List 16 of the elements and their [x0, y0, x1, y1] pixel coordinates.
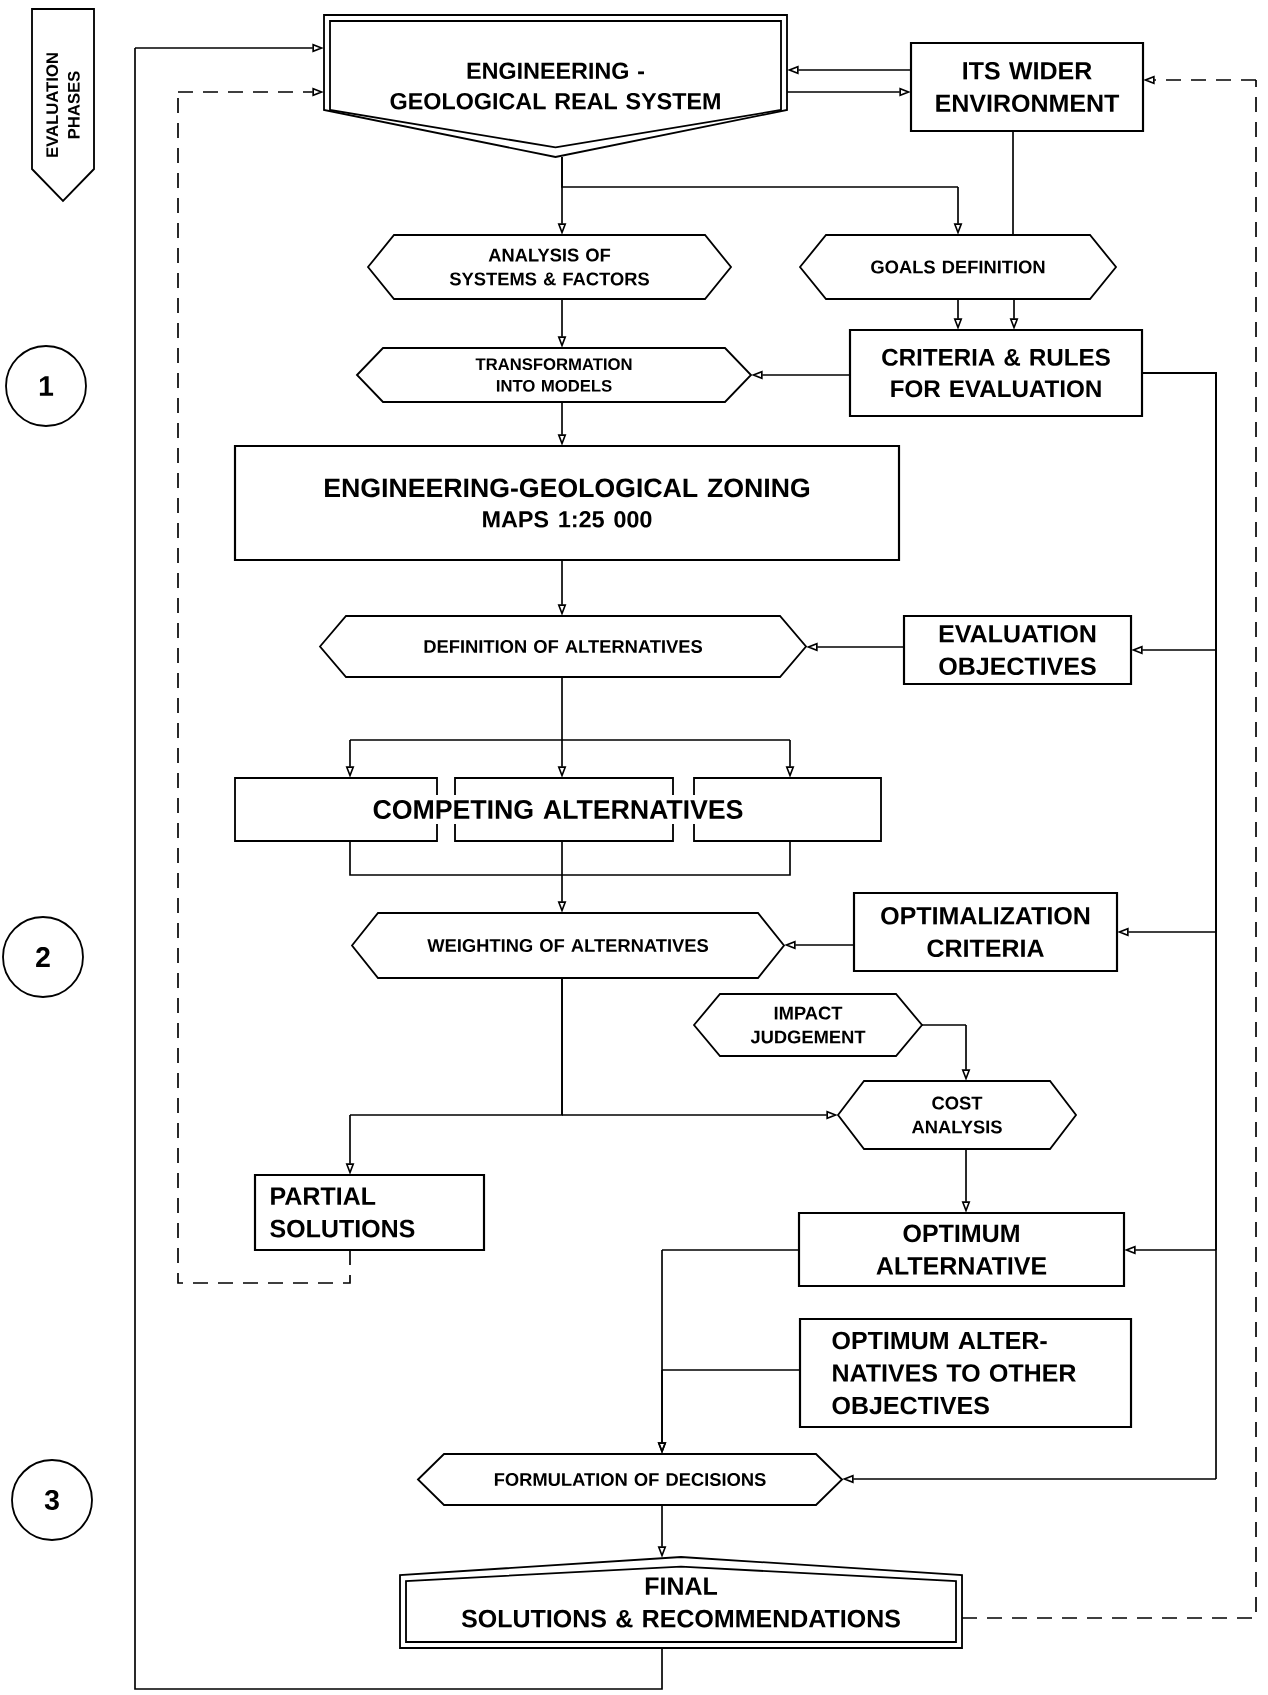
result-box: FINAL SOLUTIONS & RECOMMENDATIONS — [399, 1556, 963, 1649]
process-box: EVALUATION OBJECTIVES — [902, 614, 1133, 686]
process-box: PARTIAL SOLUTIONS — [253, 1173, 486, 1252]
process-box: OPTIMUM ALTERNATIVE — [797, 1211, 1126, 1288]
process-box: ENGINEERING-GEOLOGICAL ZONING MAPS 1:25 000 — [233, 444, 901, 562]
arrow — [961, 75, 1257, 1619]
process-box: OPTIMUM ALTER-NATIVES TO OTHER OBJECTIVES — [798, 1317, 1133, 1429]
phase-tag: EVALUATION PHASES — [31, 8, 95, 203]
process-box: OPTIMALIZATION CRITERIA — [852, 891, 1119, 973]
arrow — [177, 87, 351, 1284]
system-pentagon: ENGINEERING - GEOLOGICAL REAL SYSTEM — [323, 14, 788, 158]
arrow — [134, 43, 663, 1690]
process-box: ITS WIDER ENVIRONMENT — [909, 41, 1145, 133]
connector-line — [1012, 130, 1014, 236]
process-box: CRITERIA & RULES FOR EVALUATION — [848, 328, 1144, 418]
process-box: COMPETING ALTERNATIVES — [234, 777, 882, 842]
